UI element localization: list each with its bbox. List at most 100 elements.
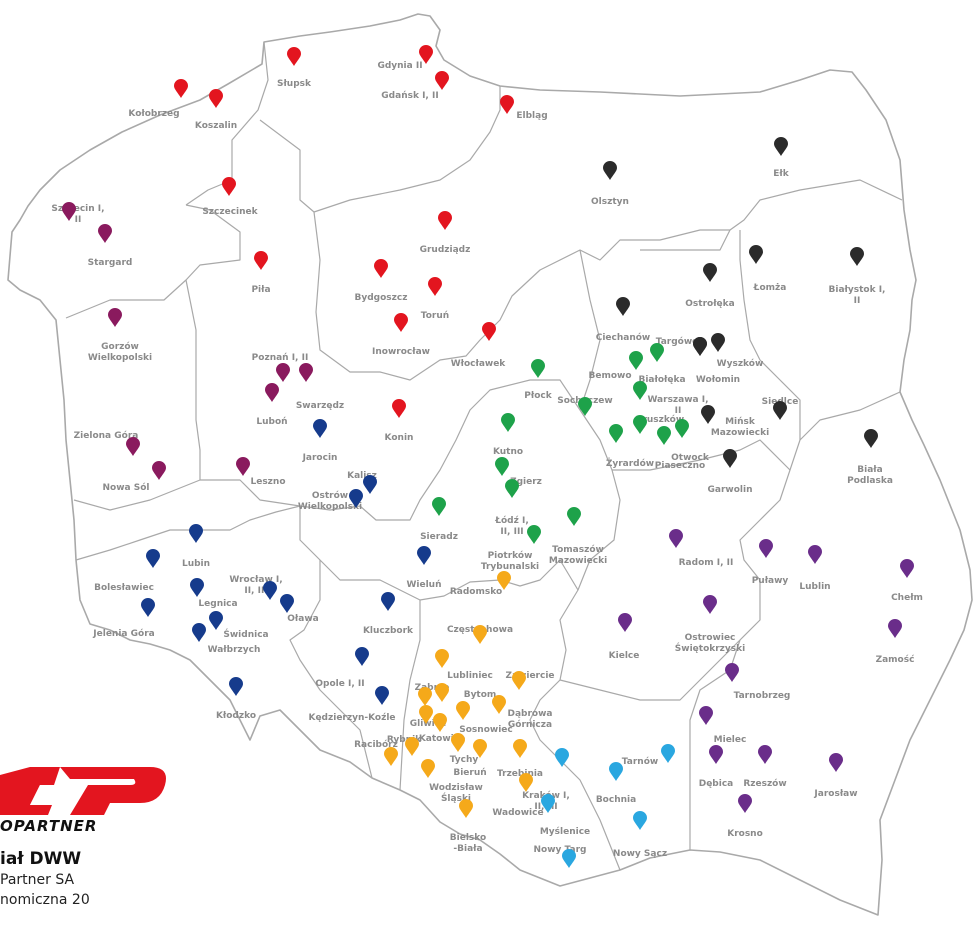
map-pin-wolomin[interactable] — [693, 337, 707, 356]
map-pin-zawiercie[interactable] — [512, 671, 526, 690]
map-pin-koszalin[interactable] — [209, 89, 223, 108]
map-pin-elk[interactable] — [774, 137, 788, 156]
map-pin-otwock[interactable] — [675, 419, 689, 438]
map-pin-olsztyn[interactable] — [603, 161, 617, 180]
map-pin-kedzierzyn-kozle[interactable] — [375, 686, 389, 705]
map-pin-kielce[interactable] — [618, 613, 632, 632]
map-pin-stargard[interactable] — [97, 223, 112, 243]
map-pin-bielsko-biala[interactable] — [459, 799, 473, 818]
map-pin-gdynia-ii[interactable] — [419, 45, 433, 64]
map-pin-nowy-sacz[interactable] — [633, 811, 647, 830]
map-pin-wielun[interactable] — [417, 546, 431, 565]
map-pin-lomza[interactable] — [749, 245, 763, 264]
map-pin-zabrze[interactable] — [418, 687, 432, 706]
map-pin-plock[interactable] — [531, 359, 545, 378]
map-pin-swarzedz[interactable] — [299, 363, 313, 382]
map-pin-raciborz[interactable] — [384, 747, 398, 766]
map-pin-bochnia[interactable] — [609, 762, 623, 781]
map-pin-piotrkow-trybunalski[interactable] — [527, 525, 541, 544]
map-pin-kalisz[interactable] — [363, 475, 377, 494]
map-pin-katowice[interactable] — [433, 713, 447, 732]
map-pin-lubin[interactable] — [189, 524, 203, 543]
map-pin-elblag[interactable] — [500, 95, 514, 114]
map-pin-nowy-targ[interactable] — [562, 849, 576, 868]
map-pin-jarocin[interactable] — [313, 419, 327, 438]
map-pin-jaroslaw[interactable] — [829, 753, 843, 772]
map-pin-kluczbork[interactable] — [381, 592, 395, 611]
map-pin-mielec[interactable] — [699, 706, 713, 725]
map-pin-walbrzych[interactable] — [192, 623, 206, 642]
map-pin-kolobrzeg[interactable] — [174, 79, 188, 98]
map-pin-lublin[interactable] — [808, 545, 822, 564]
map-pin-szczecinek[interactable] — [222, 177, 236, 196]
map-pin-bytom[interactable] — [435, 683, 449, 702]
map-pin-rzeszow[interactable] — [758, 745, 772, 764]
map-pin-wyszkow[interactable] — [711, 333, 725, 352]
map-pin-tychy[interactable] — [451, 733, 465, 752]
map-pin-radomsko[interactable] — [497, 571, 511, 590]
map-pin-wodzislaw-slaski[interactable] — [421, 759, 435, 778]
map-pin-zamosc[interactable] — [888, 619, 902, 638]
map-pin-pila[interactable] — [254, 251, 268, 270]
map-pin-krakow-i-ii-iii[interactable] — [555, 748, 569, 767]
map-pin-lubliniec[interactable] — [435, 649, 449, 668]
map-pin-legnica[interactable] — [190, 578, 204, 597]
map-pin-sosnowiec[interactable] — [456, 701, 470, 720]
map-pin-zgierz[interactable] — [495, 457, 509, 476]
map-pin-leszno[interactable] — [236, 457, 250, 476]
map-pin-trzebinia[interactable] — [513, 739, 527, 758]
map-pin-swidnica[interactable] — [209, 611, 223, 630]
map-pin-olawa[interactable] — [280, 594, 294, 613]
map-pin-klodzko[interactable] — [229, 677, 243, 696]
map-pin-szczecin-i-ii[interactable] — [62, 202, 76, 221]
map-pin-pruszkow[interactable] — [633, 415, 647, 434]
map-pin-sochaczew[interactable] — [578, 397, 592, 416]
map-pin-tarnow[interactable] — [661, 744, 675, 763]
map-pin-siedlce[interactable] — [773, 401, 787, 420]
map-pin-bierun[interactable] — [473, 739, 487, 758]
map-pin-biala-podlaska[interactable] — [864, 429, 878, 448]
map-pin-grudziadz[interactable] — [438, 211, 452, 230]
map-pin-krosno[interactable] — [738, 794, 752, 813]
map-pin-lubon[interactable] — [265, 383, 279, 402]
map-pin-bydgoszcz[interactable] — [374, 259, 388, 278]
map-pin-ostrow-wielkopolski[interactable] — [349, 489, 363, 508]
map-pin-kutno[interactable] — [501, 413, 515, 432]
map-pin-czestochowa[interactable] — [473, 625, 487, 644]
map-pin-jelenia-gora[interactable] — [141, 598, 155, 617]
map-pin-pulawy[interactable] — [759, 539, 773, 558]
map-pin-piaseczno[interactable] — [657, 426, 671, 445]
map-pin-gdansk-i-ii[interactable] — [435, 71, 449, 90]
map-pin-debica[interactable] — [709, 745, 723, 764]
map-pin-wloclawek[interactable] — [482, 322, 496, 341]
map-pin-sieradz[interactable] — [432, 497, 446, 516]
map-pin-wroclaw-i-ii-iii[interactable] — [263, 581, 277, 600]
map-pin-ciechanow[interactable] — [616, 297, 630, 316]
map-pin-ostrowiec-swietokrzyski[interactable] — [703, 595, 717, 614]
map-pin-myslenice[interactable] — [541, 794, 555, 813]
map-pin-wadowice[interactable] — [519, 773, 533, 792]
map-pin-inowroclaw[interactable] — [394, 313, 408, 332]
map-pin-bialystok-i-ii[interactable] — [850, 247, 864, 266]
map-pin-rybnik[interactable] — [405, 737, 419, 756]
map-pin-gliwice[interactable] — [419, 705, 433, 724]
map-pin-ostroleka[interactable] — [703, 263, 717, 282]
map-pin-opole-i-ii[interactable] — [355, 647, 369, 666]
map-pin-bemowo[interactable] — [629, 351, 643, 370]
map-pin-poznan-i-ii[interactable] — [276, 363, 290, 382]
map-pin-konin[interactable] — [392, 399, 406, 418]
map-pin-dabrowa-gornicza[interactable] — [492, 695, 506, 714]
map-pin-garwolin[interactable] — [723, 449, 737, 468]
map-pin-lodz-i-ii-iii[interactable] — [505, 479, 519, 498]
map-pin-zyrardow[interactable] — [609, 424, 623, 443]
map-pin-boleslawiec[interactable] — [146, 549, 160, 568]
map-pin-chelm[interactable] — [900, 559, 914, 578]
map-pin-torun[interactable] — [428, 277, 442, 296]
map-pin-tomaszow-mazowiecki[interactable] — [567, 507, 581, 526]
map-pin-zielona-gora[interactable] — [126, 437, 140, 456]
map-pin-bialoleka[interactable] — [650, 343, 664, 362]
map-pin-radom-i-ii[interactable] — [669, 529, 683, 548]
map-pin-minsk-mazowiecki[interactable] — [701, 405, 715, 424]
map-pin-slupsk[interactable] — [287, 47, 301, 66]
map-pin-nowa-sol[interactable] — [152, 461, 166, 480]
